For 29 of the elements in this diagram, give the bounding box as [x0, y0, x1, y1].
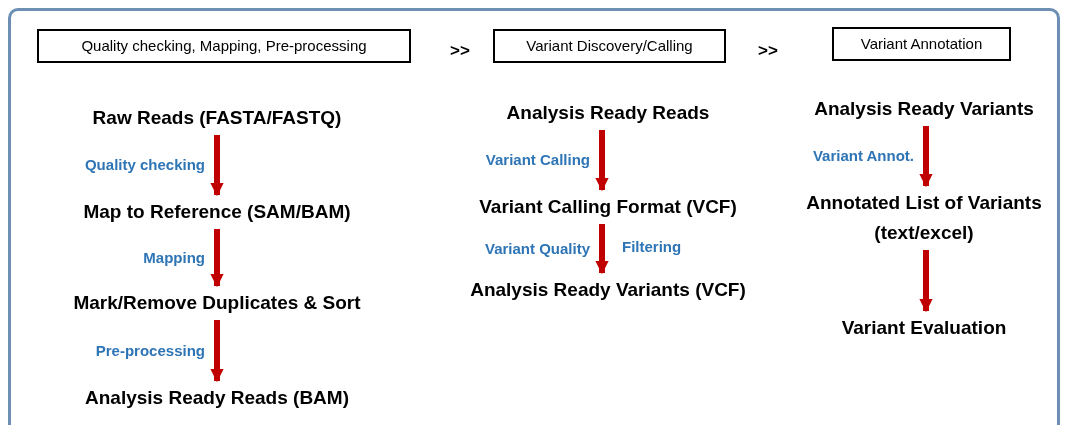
stage-header-box: Variant Discovery/Calling: [493, 29, 726, 63]
step-text: Variant Calling Format (VCF): [438, 192, 778, 222]
edge-label: Variant Quality: [484, 238, 590, 259]
step-text: Analysis Ready Reads (BAM): [37, 383, 397, 413]
step-text: Analysis Ready Variants: [784, 94, 1064, 124]
step-text: Mark/Remove Duplicates & Sort: [37, 288, 397, 318]
stage-separator: >>: [758, 40, 778, 62]
step-note: Filtering: [622, 237, 682, 257]
arrow: [210, 320, 224, 383]
edge-label: Variant Calling: [485, 149, 590, 170]
stage-separator: >>: [450, 40, 470, 62]
step-text: Analysis Ready Reads: [448, 98, 768, 128]
stage-header-box: Quality checking, Mapping, Pre-processing: [37, 29, 411, 63]
edge-label: Variant Annot.: [812, 145, 914, 166]
stage-header-box: Variant Annotation: [832, 27, 1011, 61]
step-text: Annotated List of Variants (text/excel): [804, 188, 1044, 248]
arrow: [595, 130, 609, 192]
arrow: [595, 224, 609, 275]
arrow: [919, 250, 933, 313]
edge-label: Mapping: [143, 247, 205, 268]
edge-label: Pre-processing: [95, 340, 205, 361]
step-text: Analysis Ready Variants (VCF): [438, 275, 778, 305]
arrow: [919, 126, 933, 188]
arrow: [210, 135, 224, 197]
step-text: Variant Evaluation: [804, 313, 1044, 343]
step-text: Map to Reference (SAM/BAM): [37, 197, 397, 227]
edge-label: Quality checking: [84, 154, 205, 175]
step-text: Raw Reads (FASTA/FASTQ): [37, 103, 397, 133]
arrow: [210, 229, 224, 288]
